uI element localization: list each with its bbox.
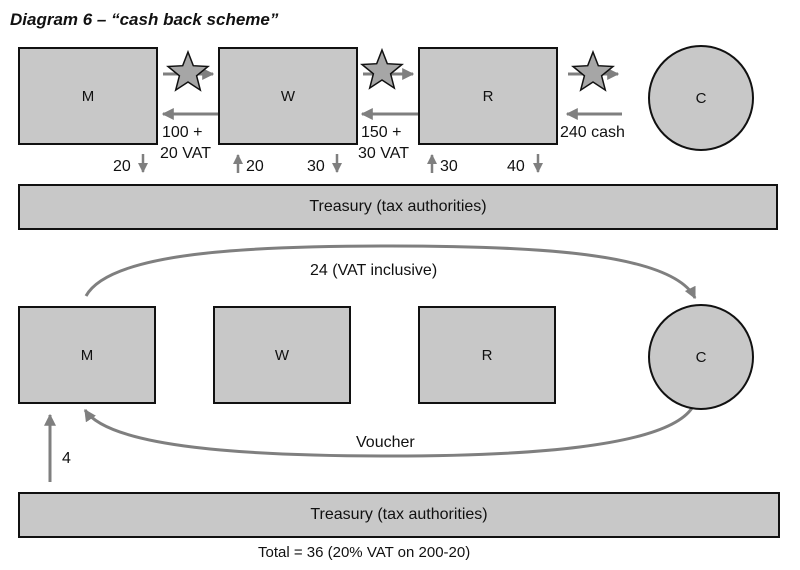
treasury-to-m-label: 4	[62, 450, 71, 467]
payment-label-w-to-m-line1: 100 +	[162, 124, 203, 141]
top-node-r: R	[418, 47, 558, 145]
bottom-node-w: W	[213, 306, 351, 404]
bottom-treasury-bar: Treasury (tax authorities)	[18, 492, 780, 538]
tax-label-w-down: 30	[307, 158, 325, 175]
tax-label-r-down: 40	[507, 158, 525, 175]
payment-label-r-to-w-line1: 150 +	[361, 124, 402, 141]
tax-label-w-up: 20	[246, 158, 264, 175]
total-label: Total = 36 (20% VAT on 200-20)	[258, 544, 471, 561]
arc-arrow-c-to-m	[83, 407, 694, 458]
payment-label-c-to-r: 240 cash	[560, 124, 625, 141]
diagram-title: Diagram 6 – “cash back scheme”	[10, 10, 279, 29]
payment-label-w-to-m-line2: 20 VAT	[160, 145, 211, 162]
tax-label-m-down: 20	[113, 158, 131, 175]
arc-arrow-m-to-c	[84, 244, 697, 300]
top-treasury-bar: Treasury (tax authorities)	[18, 184, 778, 230]
bottom-node-c: C	[648, 304, 754, 410]
star-icon	[166, 49, 210, 92]
tax-label-r-up: 30	[440, 158, 458, 175]
bottom-arc-label: Voucher	[356, 434, 415, 451]
payment-label-r-to-w-line2: 30 VAT	[358, 145, 409, 162]
star-icon	[360, 47, 404, 90]
bottom-node-r: R	[418, 306, 556, 404]
star-icon	[571, 49, 615, 92]
top-node-m: M	[18, 47, 158, 145]
top-arc-label: 24 (VAT inclusive)	[310, 262, 438, 279]
top-node-c: C	[648, 45, 754, 151]
bottom-node-m: M	[18, 306, 156, 404]
top-node-w: W	[218, 47, 358, 145]
